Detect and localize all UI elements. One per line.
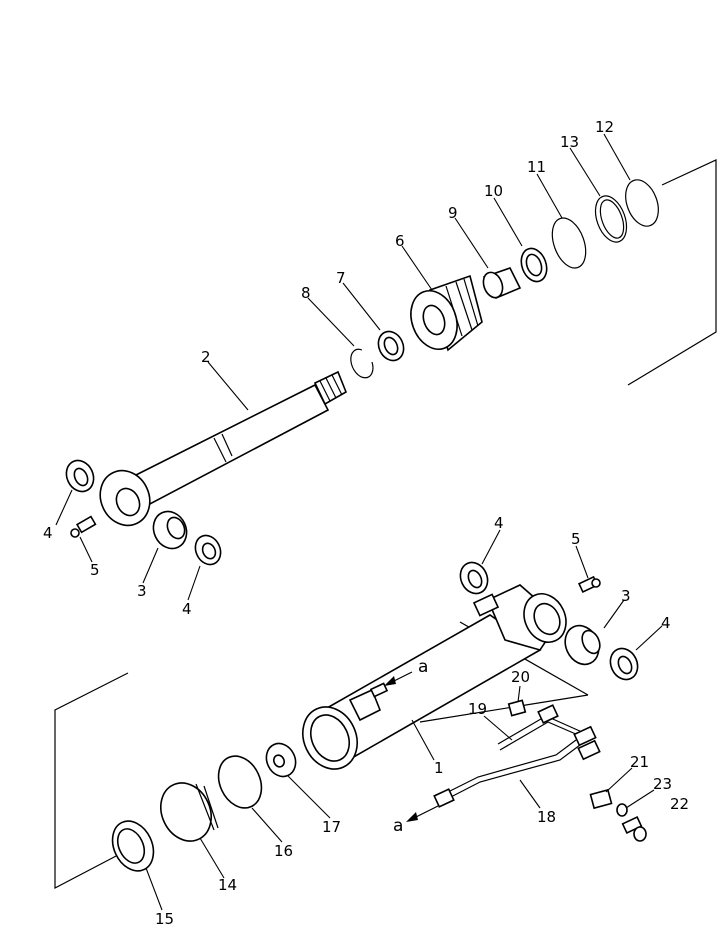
cylinder-tube [302, 584, 567, 770]
label-part-18: 18 [537, 808, 556, 826]
label-part-4-c: 4 [494, 514, 504, 532]
backup-ring-13 [594, 195, 628, 243]
bushing-right [564, 624, 601, 666]
seal-ring-right-lower [609, 647, 639, 681]
label-part-4-d: 4 [661, 614, 671, 632]
label-part-13: 13 [560, 133, 579, 151]
seal-ring-right-upper [459, 561, 489, 595]
upper-bracket-line [627, 159, 717, 386]
label-part-5-b: 5 [571, 530, 581, 548]
label-part-12: 12 [595, 118, 614, 136]
label-part-14: 14 [218, 876, 237, 894]
seal-ring-left-lower [194, 534, 222, 566]
label-part-3-a: 3 [137, 582, 147, 600]
label-part-11: 11 [527, 158, 546, 176]
o-ring-11 [551, 217, 587, 269]
o-ring-12 [625, 179, 659, 227]
piston-rod [99, 370, 348, 527]
label-part-23: 23 [653, 775, 672, 793]
detail-bracket-bottom [419, 694, 589, 723]
label-part-19: 19 [468, 700, 487, 718]
label-part-1: 1 [434, 759, 444, 777]
bushing-9 [482, 267, 522, 300]
label-part-17: 17 [322, 818, 341, 836]
arrow-a-upper [384, 671, 413, 686]
seal-ring-left-upper [65, 459, 95, 493]
snap-ring [350, 348, 374, 379]
cylinder-head [410, 274, 483, 352]
label-part-7: 7 [336, 269, 346, 287]
label-part-15: 15 [155, 910, 174, 926]
leader-lines [55, 133, 663, 911]
label-part-21: 21 [630, 753, 649, 771]
label-part-6: 6 [395, 232, 405, 250]
plate-21 [589, 788, 613, 810]
arrow-a-lower [406, 805, 439, 822]
ring-16 [217, 755, 263, 809]
label-part-4-a: 4 [43, 524, 53, 542]
washer-23 [616, 803, 628, 817]
label-part-22: 22 [670, 795, 689, 813]
nut-17 [265, 742, 297, 778]
ring-7 [377, 330, 405, 362]
pipe-assembly [433, 704, 601, 808]
label-part-10: 10 [484, 182, 503, 200]
label-part-2: 2 [201, 348, 211, 366]
grease-fitting-left [70, 515, 97, 538]
grease-fitting-right [577, 575, 601, 593]
label-part-20: 20 [511, 668, 530, 686]
label-part-16: 16 [274, 842, 293, 860]
buffer-ring [520, 247, 548, 283]
seal-15 [111, 820, 155, 872]
label-arrow-a-lower: a [393, 816, 403, 836]
label-part-8: 8 [301, 284, 311, 302]
piston-14 [160, 782, 219, 842]
clamp-20 [507, 699, 527, 717]
lower-bracket-line [54, 672, 129, 889]
label-part-5-a: 5 [90, 561, 100, 579]
label-part-9: 9 [448, 204, 458, 222]
label-arrow-a-upper: a [418, 657, 428, 677]
bolt-22 [621, 816, 647, 842]
label-part-4-b: 4 [182, 600, 192, 618]
label-part-3-b: 3 [621, 587, 631, 605]
bushing-left [152, 510, 188, 550]
